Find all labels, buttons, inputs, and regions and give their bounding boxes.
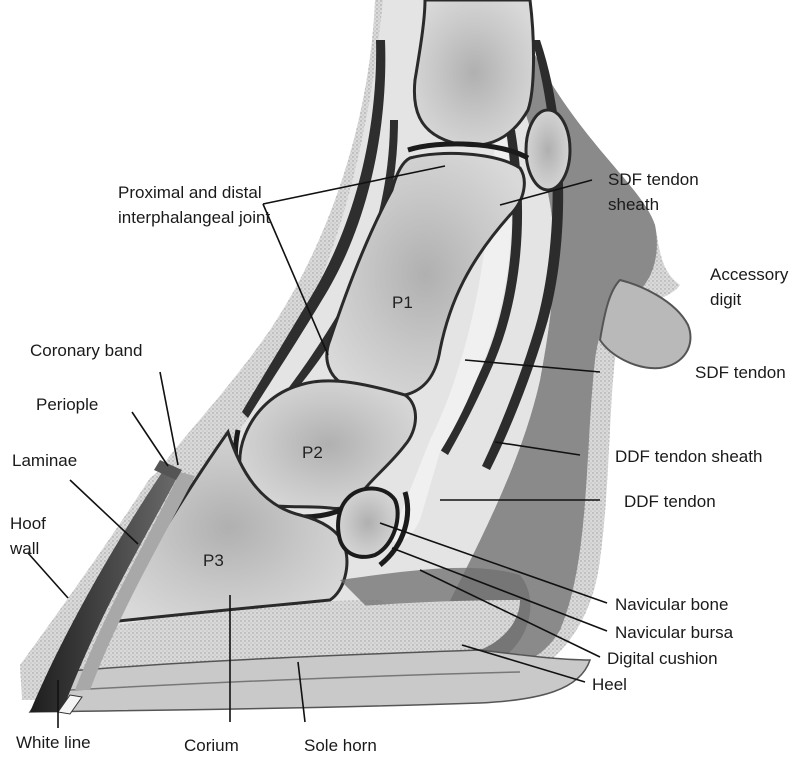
label-periople: Periople <box>36 395 98 414</box>
label-accessory-line2: digit <box>710 290 741 309</box>
label-proximal-joint-line2: interphalangeal joint <box>118 208 270 227</box>
label-accessory-line1: Accessory <box>710 265 789 284</box>
cannon-bone <box>414 0 533 146</box>
leader-hoof-wall <box>28 553 68 598</box>
p1-label: P1 <box>392 293 413 312</box>
label-ddf-tendon: DDF tendon <box>624 492 716 511</box>
proximal-sesamoid <box>526 110 570 190</box>
label-navicular-bone: Navicular bone <box>615 595 728 614</box>
label-sdf-tendon: SDF tendon <box>695 363 786 382</box>
label-hoof-wall-line1: Hoof <box>10 514 46 533</box>
accessory-digit-shape <box>600 280 690 368</box>
leader-periople <box>132 412 168 466</box>
label-heel: Heel <box>592 675 627 694</box>
leader-coronary <box>160 372 178 465</box>
label-sdf-sheath-line2: sheath <box>608 195 659 214</box>
label-ddf-tendon-sheath: DDF tendon sheath <box>615 447 762 466</box>
label-navicular-bursa: Navicular bursa <box>615 623 734 642</box>
label-hoof-wall: Hoof wall <box>9 514 51 558</box>
label-sole-horn: Sole horn <box>304 736 377 755</box>
label-sdf-sheath-line1: SDF tendon <box>608 170 699 189</box>
label-proximal-joint-line1: Proximal and distal <box>118 183 262 202</box>
p3-label: P3 <box>203 551 224 570</box>
label-accessory-digit: Accessory digit <box>710 265 793 309</box>
label-laminae: Laminae <box>12 451 77 470</box>
label-white-line: White line <box>16 733 91 752</box>
label-hoof-wall-line2: wall <box>9 539 39 558</box>
label-corium: Corium <box>184 736 239 755</box>
label-proximal-joint: Proximal and distal interphalangeal join… <box>118 183 270 227</box>
label-coronary-band: Coronary band <box>30 341 142 360</box>
label-digital-cushion: Digital cushion <box>607 649 718 668</box>
p2-label: P2 <box>302 443 323 462</box>
